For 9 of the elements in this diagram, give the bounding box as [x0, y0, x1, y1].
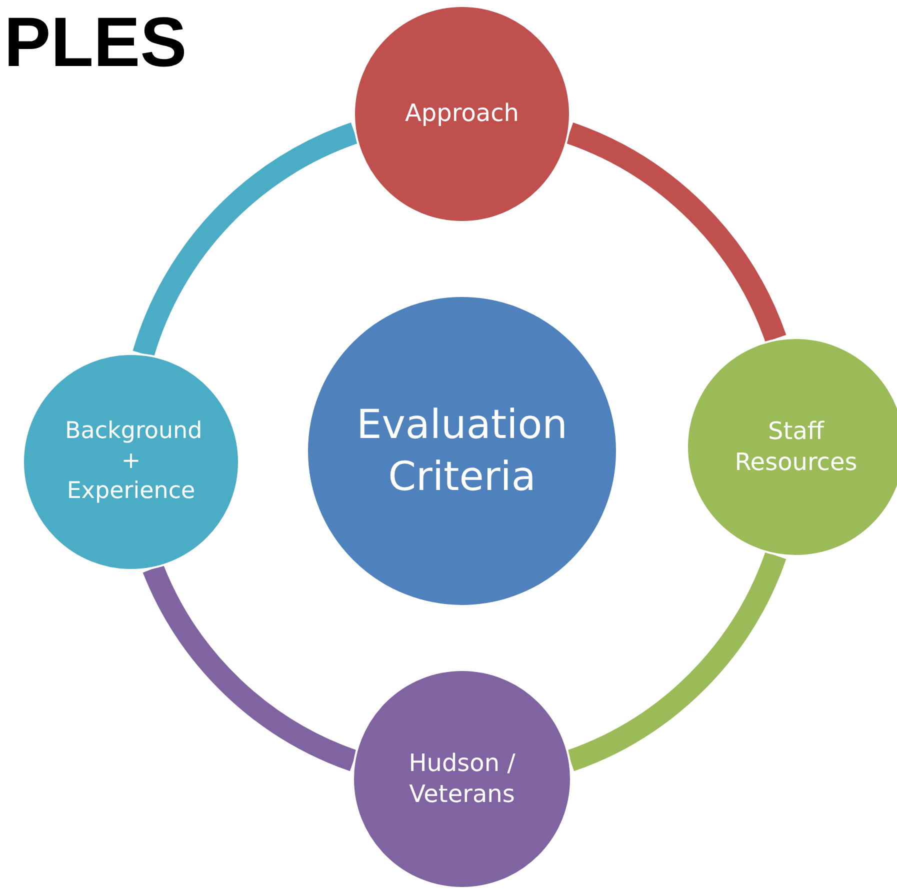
- node-label: Hudson / Veterans: [408, 748, 516, 810]
- node-label: Staff Resources: [734, 416, 858, 478]
- connector-arc: [133, 122, 359, 358]
- connector-arc: [143, 564, 358, 771]
- connector-arc: [566, 551, 786, 771]
- node-label: Evaluation Criteria: [355, 401, 569, 502]
- node-label: Approach: [404, 98, 520, 130]
- connector-arc: [565, 122, 786, 343]
- title: PLES: [4, 2, 187, 83]
